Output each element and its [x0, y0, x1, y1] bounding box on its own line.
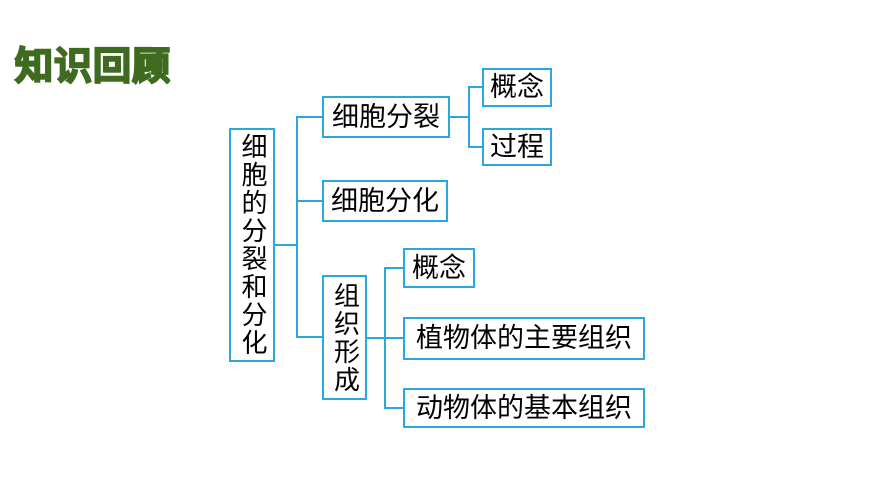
node-animal-basic-tissues: 动物体的基本组织: [403, 388, 645, 428]
connector-stub-tissue-concept: [384, 267, 403, 269]
node-cell-differentiation: 细胞分化: [322, 180, 448, 222]
connector-tissue-bracket: [384, 267, 386, 409]
slide-title: 知识回顾: [14, 44, 172, 88]
connector-stub-cell-differentiation: [296, 200, 322, 202]
node-tissue-concept: 概念: [403, 248, 475, 288]
node-division-process: 过程: [482, 128, 552, 166]
connector-stub-division-process: [468, 146, 482, 148]
connector-division-bracket: [468, 86, 470, 148]
node-tissue-formation: 组织形成: [322, 275, 367, 400]
connector-stub-cell-division: [296, 116, 322, 118]
connector-division-horizontal: [450, 116, 470, 118]
node-root-cell-division-and-differentiation: 细胞的分裂和分化: [229, 128, 275, 362]
node-division-concept: 概念: [482, 68, 552, 107]
node-plant-main-tissues: 植物体的主要组织: [403, 317, 645, 360]
node-cell-division: 细胞分裂: [322, 96, 450, 138]
connector-stub-tissue-formation: [296, 336, 322, 338]
connector-root-horizontal: [275, 244, 298, 246]
connector-level1-bracket: [296, 116, 298, 338]
connector-stub-division-concept: [468, 86, 482, 88]
connector-stub-animal-tissues: [384, 407, 403, 409]
